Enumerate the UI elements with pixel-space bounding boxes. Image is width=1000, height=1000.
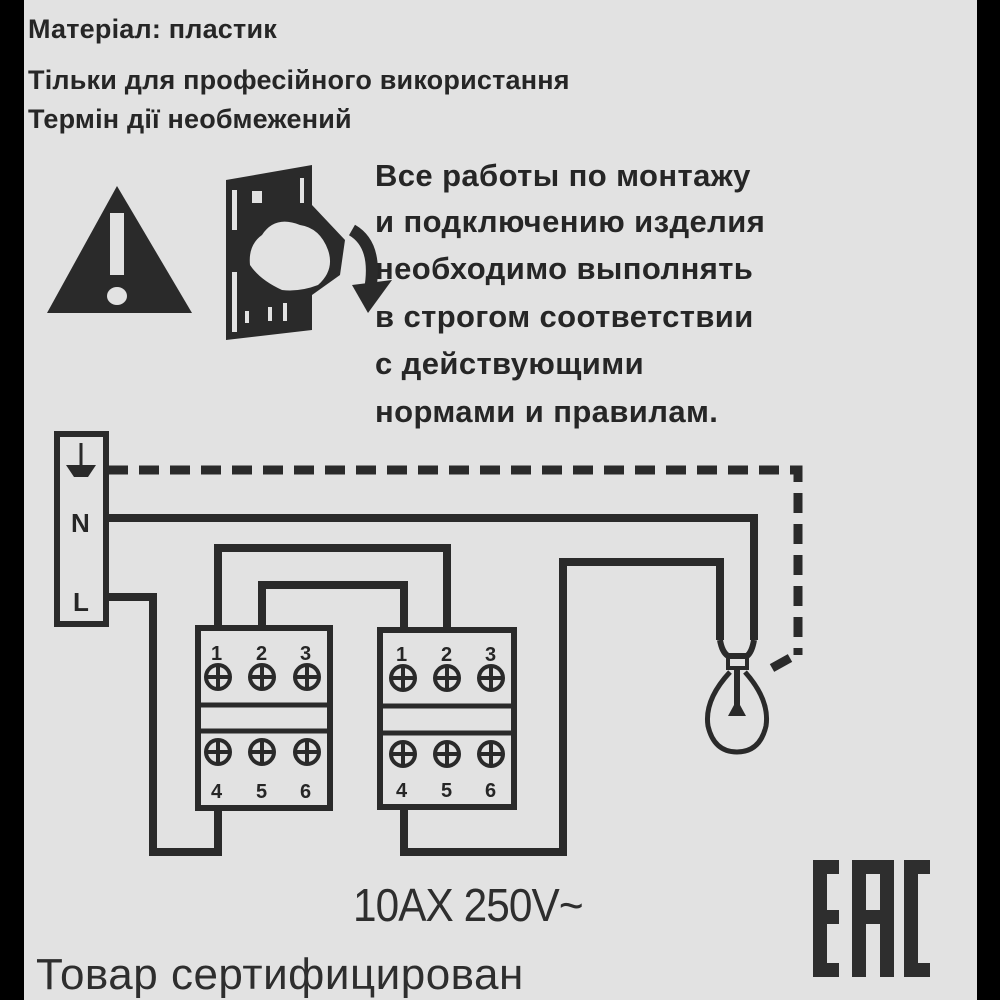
traveller-wire-1: [214, 544, 451, 630]
traveller-wire-2: [258, 581, 408, 630]
wall-mounting-icon: [226, 165, 392, 340]
sw1-terminal-6: 6: [300, 781, 311, 803]
sw2-terminal-4: 4: [396, 780, 408, 802]
sw2-terminal-5: 5: [441, 780, 452, 802]
line-wire: [108, 593, 222, 856]
line-label: L: [73, 587, 89, 617]
neutral-wire: [108, 514, 758, 640]
sw2-terminal-1: 1: [396, 644, 407, 666]
ground-symbol-icon: [66, 443, 96, 477]
ground-wire: [108, 465, 803, 672]
sw2-terminal-2: 2: [441, 644, 452, 666]
sw1-terminal-4: 4: [211, 781, 223, 803]
sw1-terminal-5: 5: [256, 781, 267, 803]
neutral-label: N: [71, 508, 90, 538]
warning-line-5: с действующими: [375, 346, 645, 381]
wiring: [108, 514, 758, 856]
warning-line-4: в строгом соответствии: [375, 299, 754, 334]
sw1-terminal-1: 1: [211, 643, 222, 665]
sw2-terminal-6: 6: [485, 780, 496, 802]
shelf-life-line: Термін дії необмежений: [28, 104, 352, 134]
material-line: Матеріал: пластик: [28, 14, 277, 44]
sw2-terminal-3: 3: [485, 644, 496, 666]
switch-2: [377, 627, 517, 810]
electrical-rating: 10AX 250V~: [353, 879, 584, 931]
warning-line-2: и подключению изделия: [375, 204, 766, 239]
label-sheet: [24, 0, 977, 1000]
certification-text: Товар сертифицирован: [36, 950, 524, 999]
sw1-terminal-2: 2: [256, 643, 267, 665]
professional-use-line: Тільки для професійного використання: [28, 65, 570, 95]
warning-line-3: необходимо выполнять: [375, 251, 754, 286]
switched-wire: [400, 558, 724, 856]
sw1-terminal-3: 3: [300, 643, 311, 665]
supply-terminal-block: [54, 431, 109, 627]
eac-mark-icon: [813, 860, 930, 977]
lamp-icon: [704, 639, 770, 755]
switch-1: [195, 625, 333, 811]
warning-line-1: Все работы по монтажу: [375, 158, 751, 193]
warning-triangle-icon: [47, 186, 192, 313]
warning-line-6: нормами и правилам.: [375, 394, 719, 429]
